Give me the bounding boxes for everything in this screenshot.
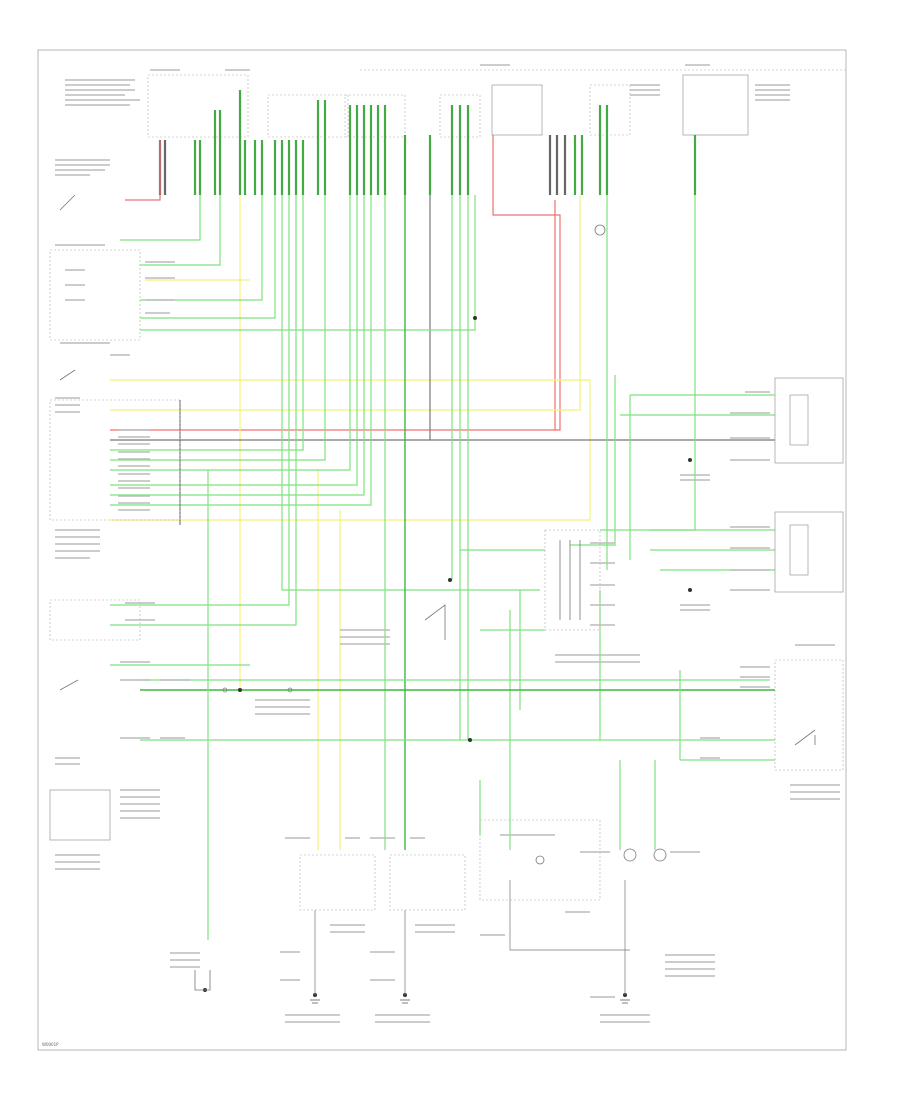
bottom-components (194, 819, 667, 1004)
left-components (49, 194, 293, 841)
center-connector (424, 529, 601, 640)
footer-code: W0001P (42, 1042, 59, 1047)
turn-switch-block (49, 249, 141, 341)
relay-box (491, 84, 543, 136)
top-fuse-area (147, 69, 846, 138)
hazard-switch-block (49, 399, 181, 521)
bulb-icon (623, 848, 637, 862)
junction-dots (203, 316, 692, 997)
tail-switch-block (774, 659, 844, 771)
wires (110, 135, 775, 940)
right-rear-lamp-block (774, 511, 844, 593)
label-marks (55, 64, 840, 1023)
indicator-lamp (594, 224, 606, 236)
left-rear-lamp-block (774, 377, 844, 464)
ground-symbols (310, 999, 630, 1004)
rear-lamp-left (299, 854, 376, 911)
rear-lamp-right (389, 854, 466, 911)
meter-lamp-block (479, 819, 601, 901)
meter-box (682, 74, 749, 136)
diagram-frame (37, 49, 847, 1051)
control-module-block (49, 789, 111, 841)
bulb-icon-2 (653, 848, 667, 862)
right-components (594, 224, 844, 771)
top-connector-pins (158, 90, 697, 195)
